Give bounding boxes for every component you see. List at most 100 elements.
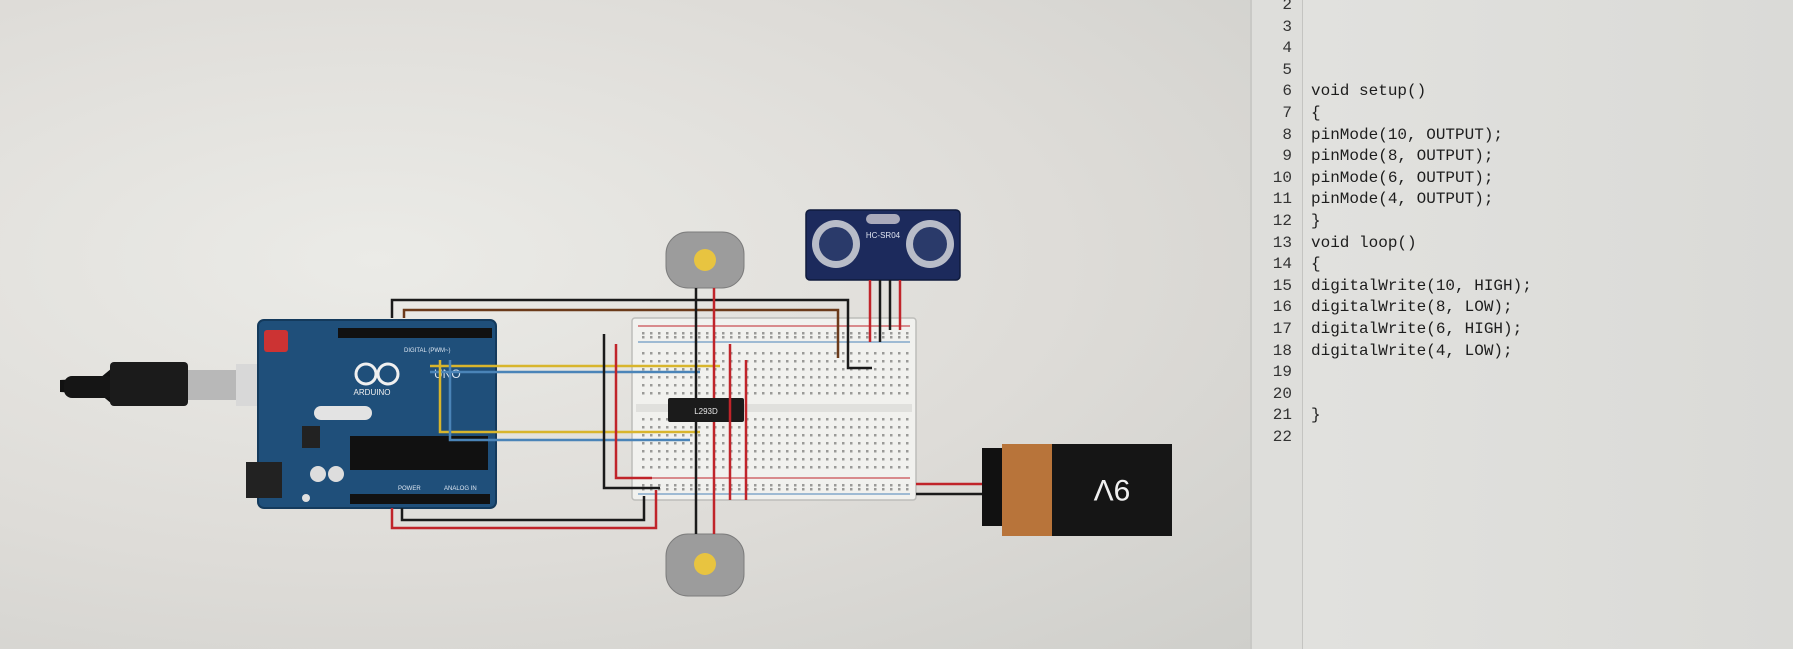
breadboard-hole: [874, 466, 877, 469]
breadboard-hole: [722, 352, 725, 355]
code-line[interactable]: 12}: [1252, 212, 1321, 233]
breadboard-hole: [890, 352, 893, 355]
breadboard-hole: [826, 426, 829, 429]
line-number: 17: [1272, 320, 1292, 338]
breadboard-hole: [866, 488, 869, 491]
breadboard-hole: [754, 384, 757, 387]
breadboard-hole: [658, 336, 661, 339]
breadboard-hole: [850, 450, 853, 453]
ultrasonic-sensor[interactable]: HC-SR04: [805, 209, 961, 281]
breadboard-hole: [898, 360, 901, 363]
breadboard-hole: [666, 484, 669, 487]
breadboard-hole: [810, 450, 813, 453]
code-line[interactable]: 21}: [1252, 406, 1321, 427]
code-line[interactable]: 19: [1252, 363, 1292, 384]
breadboard-hole: [826, 336, 829, 339]
breadboard-hole: [818, 384, 821, 387]
breadboard-hole: [794, 376, 797, 379]
code-line[interactable]: 7{: [1252, 104, 1320, 125]
breadboard-hole: [794, 332, 797, 335]
breadboard-hole: [802, 434, 805, 437]
breadboard-hole: [762, 450, 765, 453]
l293d-chip[interactable]: L293D: [668, 398, 744, 422]
breadboard-hole: [746, 352, 749, 355]
wires: [390, 280, 982, 534]
breadboard-hole: [842, 442, 845, 445]
breadboard-hole: [698, 336, 701, 339]
breadboard-hole: [658, 360, 661, 363]
code-line[interactable]: 4: [1252, 39, 1292, 60]
breadboard-hole: [770, 442, 773, 445]
breadboard-hole: [698, 434, 701, 437]
breadboard-hole: [674, 352, 677, 355]
code-line[interactable]: 3: [1252, 18, 1292, 39]
code-line[interactable]: 20: [1252, 385, 1292, 406]
usb-cable[interactable]: [60, 362, 266, 406]
breadboard-hole: [810, 484, 813, 487]
line-number: 10: [1272, 168, 1292, 187]
breadboard-hole: [826, 360, 829, 363]
breadboard-hole: [642, 458, 645, 461]
breadboard-hole: [882, 384, 885, 387]
circuit-canvas[interactable]: ARDUINO UNO DIGITAL (PWM~) POWER ANALOG …: [0, 0, 1250, 649]
breadboard-hole: [818, 442, 821, 445]
breadboard-hole: [850, 384, 853, 387]
breadboard-hole: [818, 376, 821, 379]
breadboard-hole: [642, 360, 645, 363]
dc-motor-bottom[interactable]: [665, 533, 745, 597]
breadboard-hole: [858, 332, 861, 335]
breadboard-hole: [690, 352, 693, 355]
breadboard-hole: [682, 368, 685, 371]
breadboard-hole: [722, 336, 725, 339]
code-line[interactable]: 2: [1252, 0, 1292, 17]
breadboard-hole: [666, 332, 669, 335]
arduino-uno-board[interactable]: ARDUINO UNO DIGITAL (PWM~) POWER ANALOG …: [246, 319, 497, 509]
breadboard-hole: [682, 426, 685, 429]
breadboard-hole: [802, 384, 805, 387]
breadboard-hole: [738, 368, 741, 371]
breadboard-hole: [770, 332, 773, 335]
breadboard-hole: [674, 392, 677, 395]
breadboard-hole: [738, 450, 741, 453]
breadboard-hole: [786, 442, 789, 445]
code-line[interactable]: 22: [1252, 428, 1292, 449]
breadboard-hole: [786, 450, 789, 453]
breadboard-hole: [698, 392, 701, 395]
breadboard-hole: [754, 376, 757, 379]
code-line[interactable]: 14{: [1252, 255, 1321, 276]
breadboard-hole: [874, 484, 877, 487]
breadboard-hole: [834, 466, 837, 469]
breadboard-hole: [810, 376, 813, 379]
breadboard-hole: [802, 336, 805, 339]
code-line[interactable]: 5: [1252, 61, 1292, 82]
breadboard-hole: [866, 450, 869, 453]
breadboard-hole: [802, 466, 805, 469]
panel-divider[interactable]: [1250, 0, 1252, 649]
breadboard-hole: [818, 360, 821, 363]
breadboard-hole: [650, 392, 653, 395]
breadboard-hole: [770, 488, 773, 491]
breadboard-hole: [762, 368, 765, 371]
breadboard-hole: [882, 418, 885, 421]
breadboard-hole: [874, 368, 877, 371]
dc-motor-top[interactable]: [665, 231, 745, 289]
breadboard-hole: [722, 466, 725, 469]
breadboard-hole: [874, 442, 877, 445]
breadboard-hole: [666, 384, 669, 387]
breadboard-hole: [826, 488, 829, 491]
breadboard-hole: [842, 376, 845, 379]
breadboard-hole: [666, 434, 669, 437]
battery-9v[interactable]: 9V: [982, 444, 1172, 536]
breadboard-hole: [698, 352, 701, 355]
